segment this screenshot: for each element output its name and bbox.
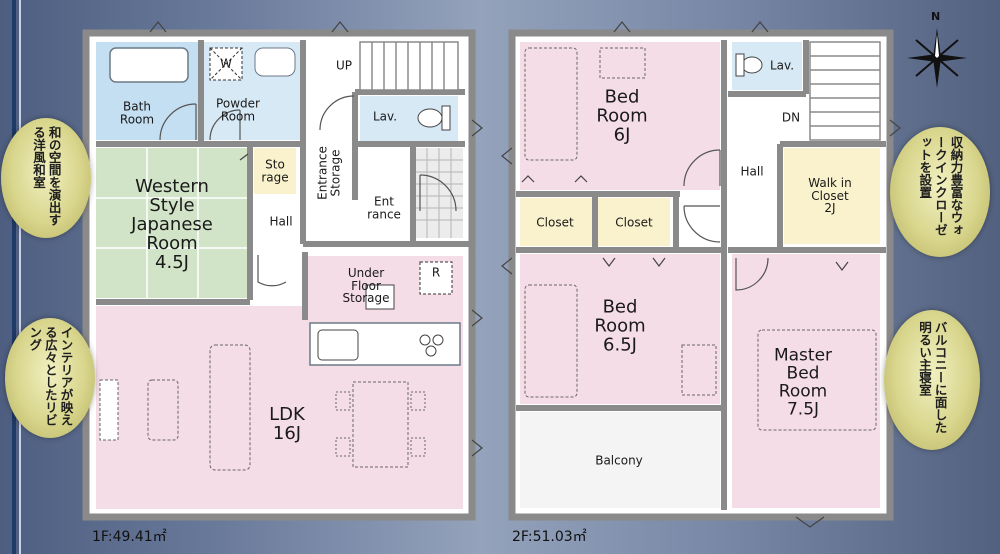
closet-b-area	[598, 198, 670, 246]
compass-north-label: N	[931, 10, 941, 23]
master-bedroom-label: Master Bed Room 7.5J	[773, 345, 833, 419]
walk-in-closet-area	[784, 148, 880, 244]
bed-65j	[524, 284, 578, 398]
dining-chairs	[335, 391, 426, 457]
hall-2f-label: Hall	[740, 164, 764, 179]
floor2-inner-walls	[516, 40, 886, 510]
callout-closet	[890, 127, 990, 257]
floor1-inner-walls	[96, 40, 470, 320]
bedroom-6j-label: Bed Room 6J	[596, 86, 648, 146]
floor1-door-swings	[159, 95, 457, 287]
callout-living-text: インテリアが映える広々としたリビング	[27, 326, 74, 426]
sofa	[209, 344, 251, 471]
callout-living	[5, 318, 95, 438]
floor2-door-swings	[683, 149, 769, 291]
lav-2f-label: Lav.	[769, 58, 795, 73]
japanese-room-label: Western Style Japanese Room 4.5J	[131, 175, 213, 273]
floor2-plan	[501, 21, 901, 528]
ldk-label: LDK 16J	[269, 404, 305, 444]
floor2-area-label: 2F:51.03㎡	[512, 529, 587, 545]
washer-label: W	[220, 56, 232, 71]
callout-closet-text: 収納力豊富なウォークインクローゼットを設置	[917, 136, 964, 236]
refrigerator-space	[419, 261, 453, 295]
balcony-area	[520, 412, 720, 508]
dining-table	[352, 381, 409, 468]
entrance-storage-label: Entrance Storage	[315, 146, 342, 200]
powder-room-label: Powder Room	[216, 96, 260, 123]
desk-65j	[681, 344, 717, 396]
callout-master-text: バルコニーに面した明るい主寝室	[917, 321, 948, 434]
floor2-stairs	[809, 41, 881, 141]
kitchen-stove	[419, 334, 444, 357]
refrigerator-label: R	[431, 265, 441, 280]
powder-sink	[254, 47, 296, 77]
lav-1f-label: Lav.	[372, 109, 398, 124]
floor1-window-markers	[149, 21, 483, 457]
balcony-label: Balcony	[595, 453, 643, 468]
bed-6j	[524, 47, 578, 161]
toilet-1f	[417, 108, 443, 128]
entrance-label: Ent rance	[367, 194, 401, 221]
underfloor-hatch	[365, 284, 395, 310]
storage-area	[254, 148, 296, 194]
master-bed	[757, 329, 877, 431]
tatami-lines	[96, 148, 248, 298]
floor1-area-label: 1F:49.41㎡	[92, 529, 167, 545]
callout-master	[884, 310, 980, 450]
stairs-up-label: UP	[335, 58, 353, 73]
toilet-2f	[741, 56, 763, 74]
compass-rose-icon	[907, 28, 967, 88]
coffee-table	[147, 379, 179, 441]
bathtub	[109, 47, 189, 83]
callout-japanese-room-text: 和の空間を演出する洋風和室	[31, 126, 62, 226]
floor1-plan	[82, 21, 483, 521]
japanese-room-area	[96, 148, 248, 298]
under-floor-storage-label: Under Floor Storage	[342, 266, 390, 306]
closet-b-label: Closet	[615, 215, 653, 230]
entrance-tile-grid	[415, 148, 463, 238]
bedroom-65j-label: Bed Room 6.5J	[594, 296, 646, 356]
left-border-stripe-accent	[19, 0, 21, 554]
storage-label: Sto rage	[261, 157, 289, 184]
bath-room-label: Bath Room	[119, 99, 155, 126]
kitchen-sink	[317, 329, 359, 361]
hall-1f-label: Hall	[269, 214, 293, 229]
stairs-down-label: DN	[781, 110, 801, 125]
tv-stand	[99, 379, 119, 441]
floor2-window-markers	[501, 21, 901, 528]
desk-6j	[599, 47, 646, 79]
floor1-stairs	[359, 41, 459, 91]
left-border-stripe	[12, 0, 16, 554]
closet-a-area	[520, 198, 592, 246]
walk-in-closet-label: Walk in Closet 2J	[808, 176, 852, 216]
closet-a-label: Closet	[536, 215, 574, 230]
callout-japanese-room	[1, 118, 91, 238]
